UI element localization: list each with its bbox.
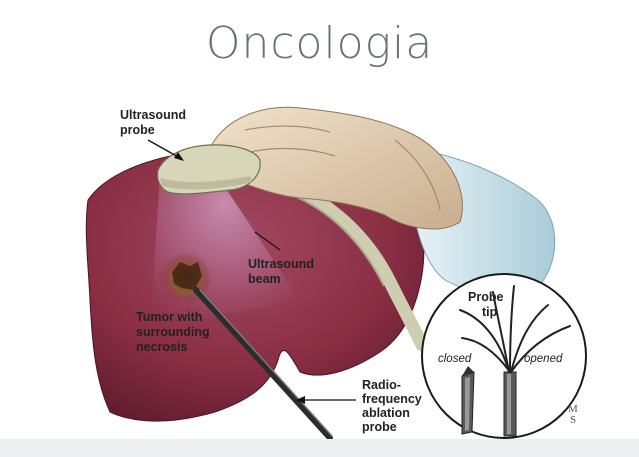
label-tumor: Tumor with surrounding necrosis xyxy=(136,310,213,354)
label-closed: closed xyxy=(438,353,472,365)
label-ablation-probe: Radio- frequency ablation probe xyxy=(362,378,425,434)
ablation-probe xyxy=(193,287,333,441)
tumor-core xyxy=(172,262,202,290)
gloved-hand xyxy=(209,106,463,230)
bottom-bar xyxy=(0,439,639,457)
label-ultrasound-beam: Ultrasound beam xyxy=(248,257,317,286)
label-ultrasound-probe: Ultrasound probe xyxy=(120,108,189,137)
label-opened: opened xyxy=(524,353,563,365)
svg-text:S: S xyxy=(570,414,576,426)
label-probe-tip: Probe tip xyxy=(468,290,507,319)
artist-signature: M xyxy=(568,403,578,415)
opened-tines xyxy=(459,285,571,373)
page-title: Oncologia xyxy=(205,18,434,69)
